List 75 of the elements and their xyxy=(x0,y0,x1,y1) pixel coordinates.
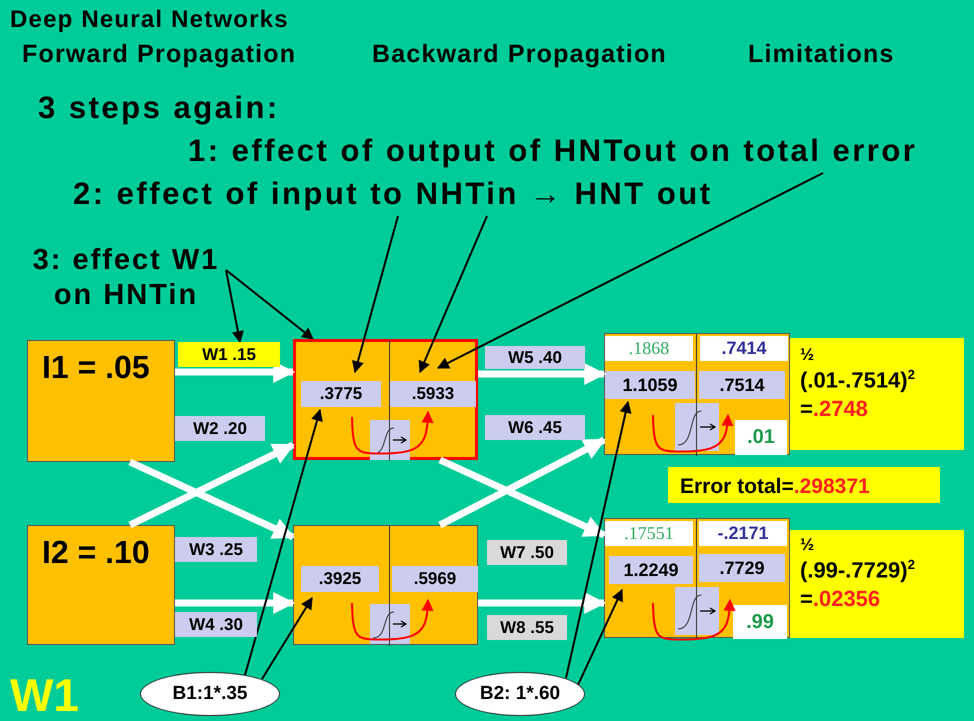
bias-ellipse: B1:1*.35 xyxy=(140,672,280,716)
hidden-neuron-box xyxy=(293,525,478,645)
arrow xyxy=(225,269,314,340)
arrow xyxy=(478,592,606,614)
value-label: .7414 xyxy=(700,336,788,361)
value-label: .7514 xyxy=(699,371,785,399)
arrow xyxy=(128,458,295,540)
activation-arrow xyxy=(351,598,434,641)
neuron-input-half xyxy=(605,334,697,456)
arrow xyxy=(565,400,632,678)
weight-label: W1 .15 xyxy=(178,342,280,367)
weight-label: W2 .20 xyxy=(175,416,265,441)
value-label: .99 xyxy=(733,605,787,639)
arrow xyxy=(225,270,244,344)
arrow xyxy=(128,442,295,528)
fraction-text: ½ xyxy=(800,534,814,556)
value-label: 1.1059 xyxy=(605,371,695,399)
activation-arrow xyxy=(652,414,734,453)
weight-label: W4 .30 xyxy=(175,612,257,637)
formula-text: (.01-.7514)$^{2}$ xyxy=(800,366,915,394)
value-label: .7729 xyxy=(699,554,785,582)
value-label: .3925 xyxy=(301,566,379,592)
weight-label: W3 .25 xyxy=(175,537,257,562)
value-label: .17551 xyxy=(605,521,693,546)
arrow xyxy=(478,363,606,385)
value-label: 1.2249 xyxy=(609,556,693,584)
neuron-output-half xyxy=(697,334,791,456)
fraction-text: ½ xyxy=(800,344,814,366)
input-neuron-box: I2 = .10 xyxy=(27,525,175,645)
annotation-text: 3: effect W1 on HNTin xyxy=(10,243,242,319)
arrow xyxy=(436,172,824,369)
value-label: .5969 xyxy=(392,566,478,592)
neuron-input-half xyxy=(605,519,697,639)
equals-sign: = xyxy=(800,395,813,424)
error-total-panel xyxy=(668,467,940,503)
bias-ellipse: B2: 1*.60 xyxy=(455,672,585,716)
weight-label: W7 .50 xyxy=(487,540,567,565)
weight-label: W8 .55 xyxy=(487,615,567,640)
annotation-text: 2: effect of input to NHTin → HNT out xyxy=(73,176,773,216)
error-value: .2748 xyxy=(812,395,868,424)
annotation-text: 1: effect of output of HNTout on total error xyxy=(188,133,968,173)
title: Deep Neural Networks xyxy=(10,6,289,34)
arrow xyxy=(261,596,313,680)
hidden-neuron-box xyxy=(293,339,478,460)
error-value: .298371 xyxy=(794,474,870,500)
section-heading: Backward Propagation xyxy=(372,40,667,69)
arrow xyxy=(244,408,323,676)
value-label: .3775 xyxy=(301,381,381,407)
slide-marker-text: W1 xyxy=(10,668,79,721)
activation-arrow xyxy=(652,598,736,641)
activation-arrow xyxy=(351,410,434,455)
error-total-text: Error total= xyxy=(680,474,794,500)
weight-label: W6 .45 xyxy=(485,415,585,440)
section-heading: Limitations xyxy=(748,40,895,69)
section-heading: Forward Propagation xyxy=(22,40,296,69)
output-neuron-box xyxy=(604,518,790,638)
weight-label: W5 .40 xyxy=(485,346,585,369)
formula-text: (.99-.7729)$^{2}$ xyxy=(800,556,915,584)
arrow xyxy=(175,592,296,614)
error-value: .02356 xyxy=(812,585,880,614)
value-label: .1868 xyxy=(605,336,693,361)
value-label: .5933 xyxy=(390,381,476,407)
value-label: .01 xyxy=(735,420,787,455)
input-neuron-box: I1 = .05 xyxy=(27,340,175,462)
arrow xyxy=(418,216,488,374)
equals-sign: = xyxy=(800,585,813,614)
arrow xyxy=(352,216,399,374)
error-calculation-panel xyxy=(790,338,964,450)
error-calculation-panel xyxy=(790,530,964,638)
subheading: 3 steps again: xyxy=(38,90,280,126)
value-label: -.2171 xyxy=(699,521,787,546)
arrow xyxy=(577,588,623,686)
output-neuron-box xyxy=(604,333,790,455)
arrow xyxy=(438,436,606,528)
arrow xyxy=(438,456,606,538)
